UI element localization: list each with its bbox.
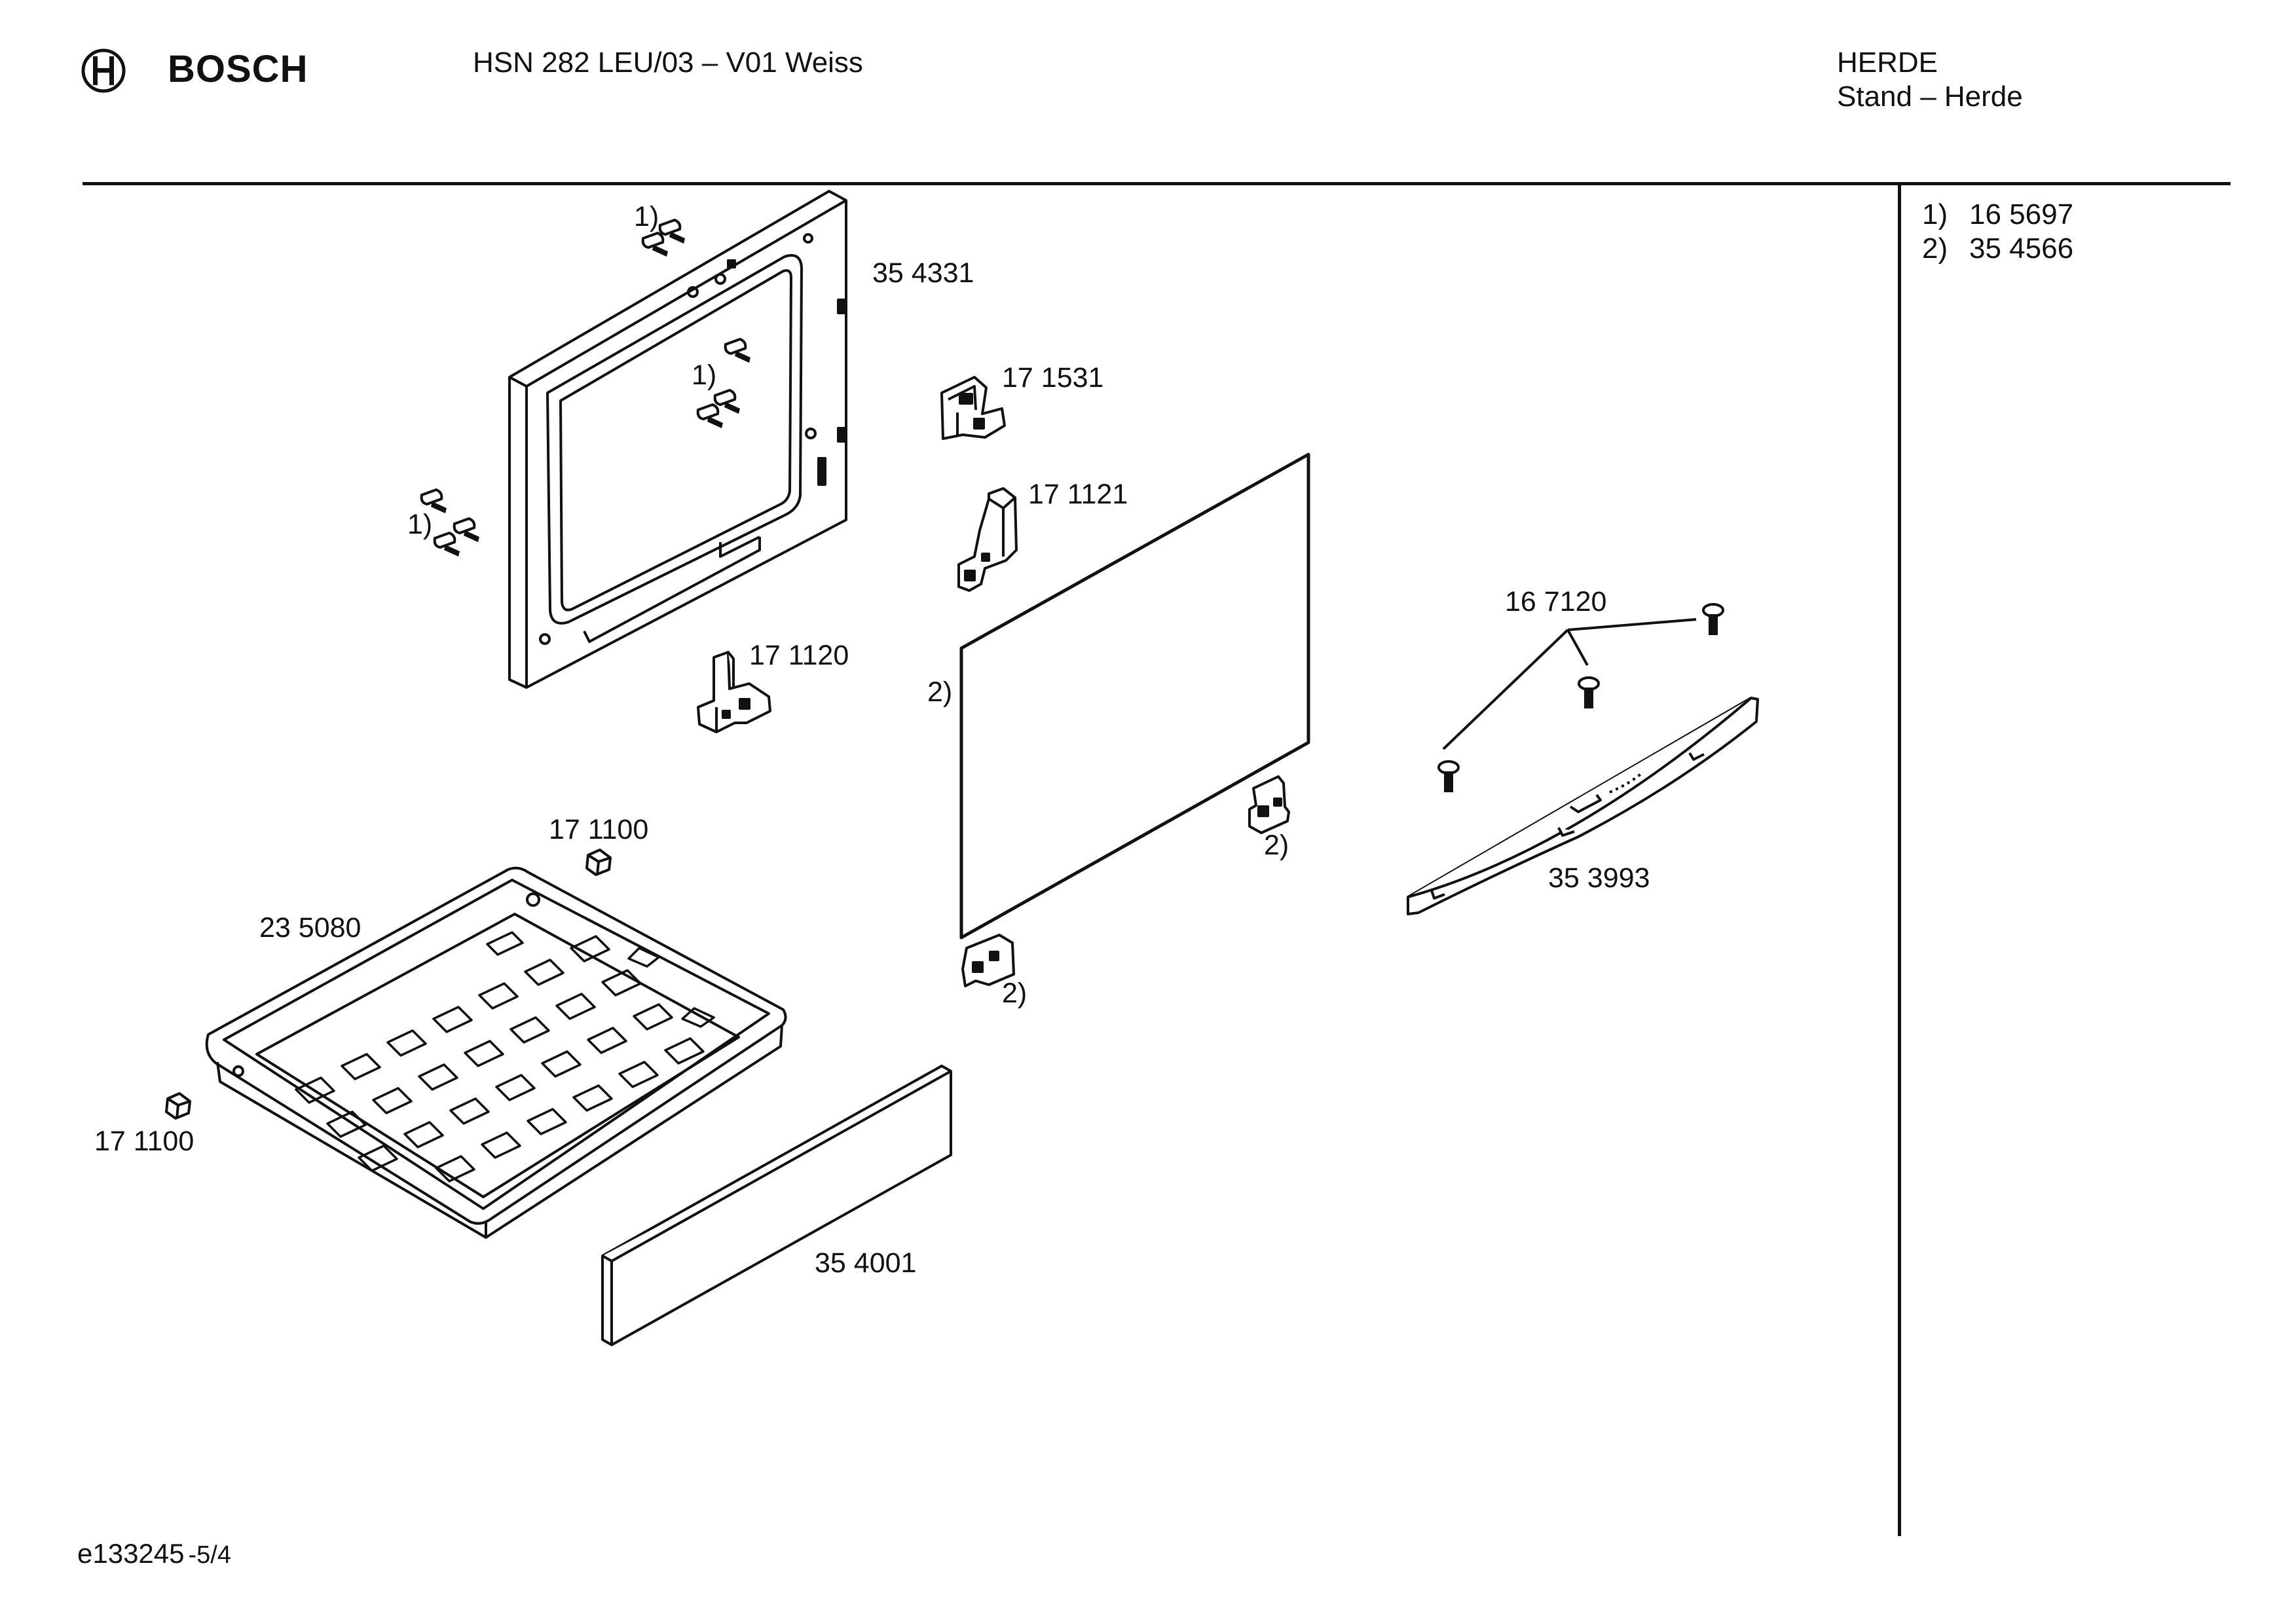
callout-screws-top: 1)	[634, 201, 659, 232]
callout-handle-screws: 16 7120	[1505, 586, 1607, 617]
legend-part-number: 16 5697	[1969, 198, 2074, 230]
callout-frame: 35 4331	[872, 257, 974, 289]
drawing-id: e133245	[77, 1538, 185, 1569]
callout-foot-top: 17 1100	[549, 814, 649, 845]
callout-glass: 2)	[927, 676, 953, 708]
foot-icon	[585, 849, 612, 876]
legend-key: 2)	[1922, 232, 1948, 265]
drawing-reference: e133245-5/4	[77, 1537, 231, 1571]
legend-divider	[1898, 183, 1901, 1536]
callout-foot-left: 17 1100	[94, 1126, 194, 1157]
subcategory-title: Stand – Herde	[1837, 81, 2023, 113]
brand-name: BOSCH	[168, 48, 308, 90]
callout-screws-left: 1)	[407, 509, 433, 540]
callout-hinge-left: 17 1120	[749, 640, 849, 671]
foot-icon	[165, 1092, 191, 1120]
header-divider	[83, 182, 2231, 185]
bosch-armature-icon	[81, 48, 126, 93]
callout-handle: 35 3993	[1548, 862, 1650, 894]
legend-part-number: 35 4566	[1969, 232, 2074, 265]
door-handle	[1407, 697, 1759, 915]
legend-key: 1)	[1922, 198, 1948, 230]
leader-lines	[1442, 618, 1697, 750]
clip-icon	[1248, 775, 1290, 834]
clip-icon	[961, 934, 1015, 987]
hinge-icon	[957, 487, 1018, 592]
hinge-icon	[697, 651, 771, 733]
callout-clip-right: 2)	[1264, 830, 1289, 861]
category-title: HERDE	[1837, 46, 1938, 79]
brand-logo	[80, 47, 127, 98]
callout-screws-mid: 1)	[692, 359, 717, 391]
legend-item-1: 1) 16 5697	[1922, 198, 2073, 232]
page-number: -5/4	[188, 1541, 231, 1569]
kick-panel	[601, 1065, 952, 1346]
callout-panel: 35 4001	[815, 1247, 917, 1279]
baking-tray	[205, 866, 787, 1239]
glass-panel	[959, 452, 1310, 940]
callout-tray: 23 5080	[259, 912, 361, 943]
model-title: HSN 282 LEU/03 – V01 Weiss	[473, 46, 863, 79]
callout-hinge-right: 17 1121	[1028, 479, 1128, 510]
callout-clip-bottom: 2)	[1002, 978, 1028, 1009]
legend-item-2: 2) 35 4566	[1922, 232, 2073, 266]
hinge-icon	[940, 376, 1006, 440]
oven-door-frame	[508, 190, 847, 689]
callout-hinge-top: 17 1531	[1002, 362, 1104, 394]
